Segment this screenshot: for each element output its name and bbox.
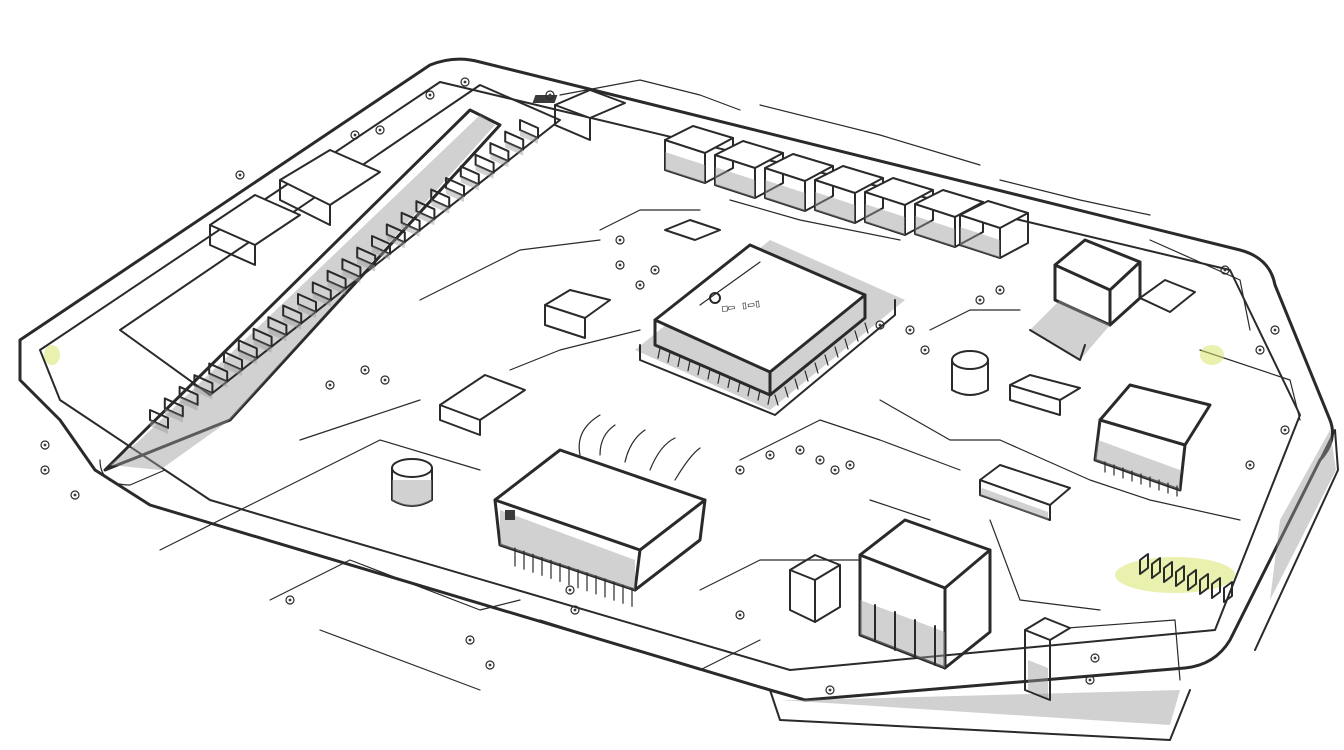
vias: [40, 77, 1290, 695]
connector-pin: [385, 223, 406, 244]
via: [825, 685, 835, 695]
connector-pin: [504, 130, 525, 151]
capacitors: [391, 350, 1071, 701]
connector-pin: [311, 281, 332, 302]
via: [545, 90, 555, 100]
via: [615, 235, 625, 245]
connector-pin: [149, 409, 169, 429]
via: [350, 130, 360, 140]
upper-left-modules: [209, 89, 626, 266]
via: [1280, 425, 1290, 435]
via: [1255, 345, 1265, 355]
via: [380, 375, 390, 385]
connector-pin: [400, 211, 421, 232]
via: [40, 465, 50, 475]
via: [460, 77, 470, 87]
via: [1085, 675, 1095, 685]
connector-pin: [474, 153, 495, 174]
connector-pin: [297, 293, 317, 313]
connector-pin: [163, 397, 184, 418]
connector-pin: [252, 327, 273, 348]
via: [875, 320, 885, 330]
connector-pin: [371, 235, 391, 255]
connector-pin: [237, 339, 258, 360]
via: [425, 90, 435, 100]
connector-pin: [489, 142, 510, 163]
via: [70, 490, 80, 500]
via: [815, 455, 825, 465]
via: [1220, 265, 1230, 275]
via: [830, 465, 840, 475]
connector-pin: [459, 165, 480, 186]
via: [635, 280, 645, 290]
via: [570, 605, 580, 615]
processor-chip: ◻▭ ▯▭▯: [635, 240, 905, 416]
via: [615, 260, 625, 270]
via: [650, 265, 660, 275]
via: [565, 585, 575, 595]
via: [735, 465, 745, 475]
power-module: [493, 414, 707, 607]
small-chips: [439, 219, 721, 436]
connector-pin: [208, 362, 229, 383]
connector-pin: [415, 200, 436, 221]
connector-pin: [267, 316, 288, 337]
connector-pin: [223, 351, 243, 371]
via: [795, 445, 805, 455]
connector-pin: [356, 246, 377, 267]
connector-pin: [178, 385, 199, 406]
connector-pin: [519, 119, 539, 139]
via: [845, 460, 855, 470]
via: [920, 345, 930, 355]
via: [1245, 460, 1255, 470]
top-ic-row: [664, 125, 1029, 259]
via: [1270, 325, 1280, 335]
connector-pin: [445, 177, 465, 197]
via: [485, 660, 495, 670]
connector-pin: [282, 304, 303, 325]
via: [995, 285, 1005, 295]
via: [325, 380, 335, 390]
via: [765, 450, 775, 460]
via: [1090, 653, 1100, 663]
connector-pin: [341, 258, 362, 279]
connector-pins: [149, 119, 539, 434]
connector-pin: [430, 188, 451, 209]
via: [235, 170, 245, 180]
right-modules: [979, 238, 1212, 521]
svg-text:◻▭ ▯▭▯: ◻▭ ▯▭▯: [721, 297, 762, 315]
via: [375, 125, 385, 135]
via: [735, 610, 745, 620]
via: [40, 440, 50, 450]
via: [975, 295, 985, 305]
circuit-traces: [159, 79, 1301, 691]
connector-pin: [326, 269, 347, 290]
via: [465, 635, 475, 645]
transformer: [858, 518, 992, 670]
header-pins: [1139, 553, 1233, 603]
via: [285, 595, 295, 605]
connector-pin: [193, 374, 214, 395]
via: [360, 365, 370, 375]
via: [905, 325, 915, 335]
